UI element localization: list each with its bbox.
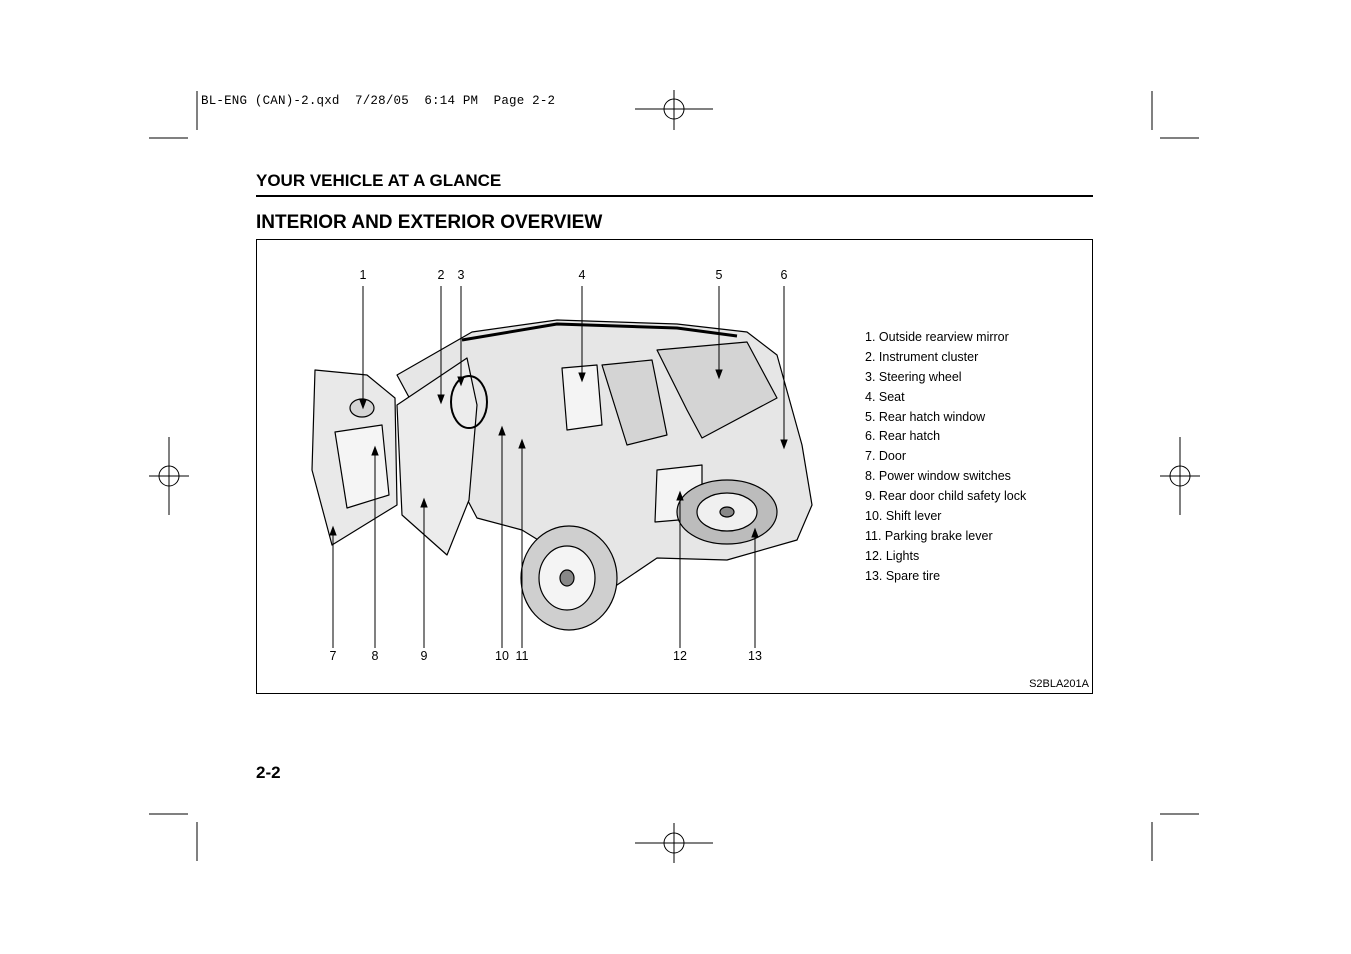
callout-number: 13 xyxy=(748,649,762,663)
legend-item: 10. Shift lever xyxy=(865,509,942,524)
legend-item: 1. Outside rearview mirror xyxy=(865,330,1009,344)
callout-number: 6 xyxy=(780,268,788,282)
legend-item: 12. Lights xyxy=(865,548,920,563)
rear-door-open xyxy=(396,357,478,556)
vehicle-overview-figure: 1 2 3 4 5 6 7 8 9 10 11 12 13 1. Outside… xyxy=(256,239,1093,694)
page-number: 2-2 xyxy=(256,763,281,782)
print-slug: BL-ENG (CAN)-2.qxd 7/28/05 6:14 PM Page … xyxy=(201,94,556,108)
rear-wheel xyxy=(520,525,618,631)
callout-number: 9 xyxy=(420,649,428,663)
rear-hatch-window xyxy=(656,341,778,439)
legend-item: 5. Rear hatch window xyxy=(865,409,986,424)
callout-number: 12 xyxy=(673,649,687,663)
callout-number: 2 xyxy=(437,268,445,282)
legend-item: 8. Power window switches xyxy=(865,469,1011,484)
legend-item: 11. Parking brake lever xyxy=(865,528,993,543)
figure-legend: 1. Outside rearview mirror 2. Instrument… xyxy=(865,328,1026,587)
callout-number: 3 xyxy=(457,268,465,282)
outside-mirror xyxy=(349,398,375,418)
callout-number: 8 xyxy=(371,649,379,663)
legend-item: 4. Seat xyxy=(865,389,905,404)
section-header: YOUR VEHICLE AT A GLANCE xyxy=(256,171,502,190)
registration-mark-right xyxy=(1160,437,1200,515)
callout-number: 1 xyxy=(359,268,367,282)
legend-item: 7. Door xyxy=(865,449,906,464)
callout-number: 5 xyxy=(715,268,723,282)
figure-code: S2BLA201A xyxy=(1029,678,1089,690)
steering-wheel xyxy=(450,375,488,429)
callout-number: 11 xyxy=(515,649,529,663)
spare-tire xyxy=(676,479,778,545)
vehicle-illustration xyxy=(311,286,813,648)
legend-item: 9. Rear door child safety lock xyxy=(865,489,1027,504)
side-window xyxy=(601,359,668,446)
registration-mark-top xyxy=(635,90,713,130)
callout-number: 10 xyxy=(495,649,509,663)
seat xyxy=(561,364,603,431)
legend-item: 3. Steering wheel xyxy=(865,369,962,384)
registration-mark-bottom xyxy=(635,823,713,863)
legend-item: 2. Instrument cluster xyxy=(865,349,979,364)
callout-number: 4 xyxy=(578,268,586,282)
legend-item: 13. Spare tire xyxy=(865,568,941,583)
roof-rail xyxy=(461,322,738,342)
legend-item: 6. Rear hatch xyxy=(865,429,941,444)
callout-number: 7 xyxy=(329,649,337,663)
registration-mark-left xyxy=(149,437,189,515)
section-rule xyxy=(256,195,1093,197)
page-title: INTERIOR AND EXTERIOR OVERVIEW xyxy=(256,212,603,233)
